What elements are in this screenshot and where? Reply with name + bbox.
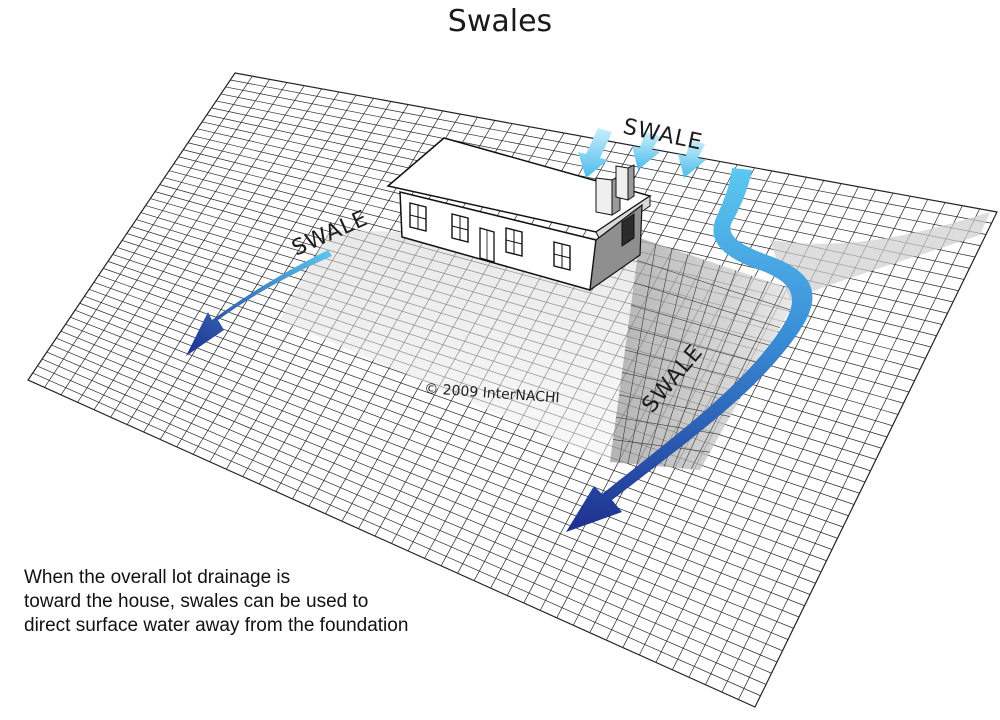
top-swale-arrows [578,128,706,178]
house [386,137,652,292]
grid-line [60,330,794,629]
house-windows [409,202,571,271]
window-mullion [553,253,571,259]
diagram-caption: When the overall lot drainage is toward … [24,566,544,638]
house-pad-top [280,230,640,462]
inflow-arrow-2 [632,132,660,170]
inflow-arrow-3 [678,140,706,178]
caption-line-1: When the overall lot drainage is [24,567,291,588]
pad-grid-line [624,349,751,382]
window-mullion [409,214,427,220]
inflow-arrow-1 [578,128,612,178]
grid-line [37,365,767,685]
grid-line [41,358,772,674]
grid-line [98,275,838,539]
window-mullion [451,225,469,231]
pad-grid-line [621,372,741,400]
window-mullion [505,239,523,245]
grid-line [688,199,929,678]
grid-line [56,337,789,640]
grid-line [79,302,816,584]
grid-line [738,208,980,700]
grid-line [65,323,800,618]
grid-line [84,295,822,573]
right-swale-arrow [566,168,813,532]
grid-line [46,351,778,663]
chimney [595,164,635,216]
caption-line-2: toward the house, swales can be used to [24,591,369,612]
grid-line [70,316,805,607]
side-window [621,213,635,247]
pad-grid-line [690,286,785,470]
pad-grid-line [615,416,721,435]
left-swale-arrow [186,250,332,356]
house-pad-slope [610,238,800,470]
diagram-title: Swales [447,4,553,39]
grid-line [74,309,811,595]
grid-line [32,372,761,697]
pad-grid-line [663,270,737,467]
pad-grid-line [612,439,711,453]
house-door [479,227,495,263]
grid-line [721,205,963,693]
caption-line-3: direct surface water away from the found… [24,615,409,636]
pad-grid-line [681,281,769,469]
grid-line [705,202,946,685]
grid-line [672,196,911,670]
right-swale-trough [770,212,990,300]
house-pad-grid [612,243,791,470]
grid-line [51,344,783,652]
